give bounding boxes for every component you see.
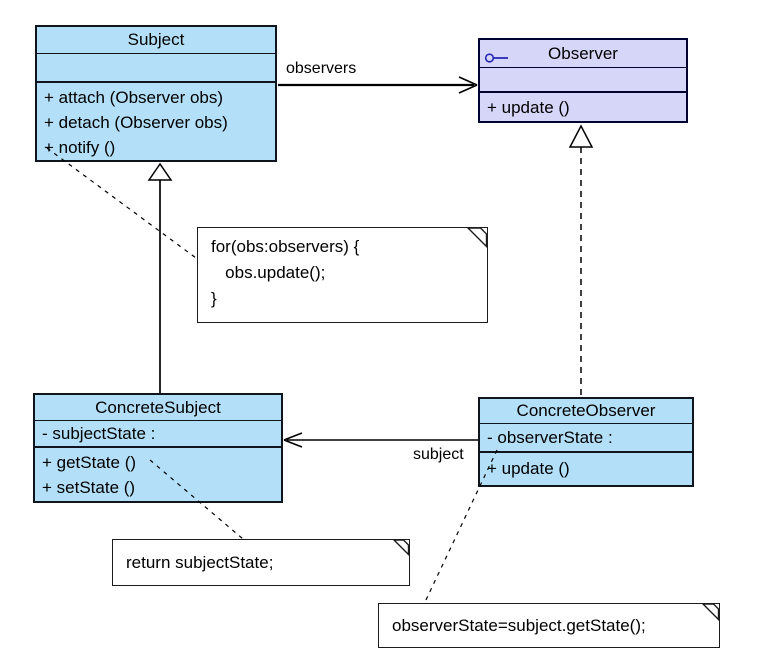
note-text-line: obs.update(); xyxy=(211,263,326,282)
note-fold-corner-icon xyxy=(702,603,720,621)
note-return-subject-state[interactable]: return subjectState; xyxy=(112,539,410,586)
attributes-compartment-concrete-observer: - observerState : xyxy=(480,424,692,453)
methods-compartment-observer: + update () xyxy=(480,93,686,121)
association-label-observers: observers xyxy=(286,60,357,77)
realization-concrete-observer-line xyxy=(568,124,594,397)
class-title-observer: Observer xyxy=(480,40,686,68)
class-box-subject[interactable]: Subject + attach (Observer obs) + detach… xyxy=(35,25,277,162)
attribute-item: - observerState : xyxy=(487,428,613,447)
generalization-concrete-subject-line xyxy=(147,162,173,393)
class-box-concrete-subject[interactable]: ConcreteSubject - subjectState : + getSt… xyxy=(33,393,283,503)
class-title-concrete-observer: ConcreteObserver xyxy=(480,399,692,424)
association-label-subject: subject xyxy=(413,446,464,463)
note-observer-state-assignment[interactable]: observerState=subject.getState(); xyxy=(378,603,720,648)
open-arrowhead-icon xyxy=(283,432,303,448)
class-box-concrete-observer[interactable]: ConcreteObserver - observerState : + upd… xyxy=(478,397,694,487)
method-item: + notify () xyxy=(44,138,116,157)
note-text-line: for(obs:observers) { xyxy=(211,237,360,256)
attributes-compartment-concrete-subject: - subjectState : xyxy=(35,421,281,448)
class-title-concrete-subject: ConcreteSubject xyxy=(35,395,281,421)
note-text-line: return subjectState; xyxy=(126,553,274,572)
class-title-subject: Subject xyxy=(37,27,275,54)
note-text-line: } xyxy=(211,289,217,308)
association-observers-line xyxy=(278,76,478,94)
attribute-item: - subjectState : xyxy=(42,424,156,443)
hollow-triangle-arrowhead-icon xyxy=(568,124,594,148)
method-item: + getState () xyxy=(42,453,137,472)
note-anchor-for-loop xyxy=(46,147,197,259)
interface-lollipop-icon xyxy=(484,45,510,67)
note-fold-corner-icon xyxy=(467,227,488,248)
open-arrowhead-icon xyxy=(458,76,478,94)
note-for-loop[interactable]: for(obs:observers) { obs.update(); } xyxy=(197,227,488,323)
association-subject-line xyxy=(283,432,478,448)
class-title-text: Observer xyxy=(548,44,618,63)
class-box-observer[interactable]: Observer + update () xyxy=(478,38,688,123)
attributes-compartment-observer xyxy=(480,68,686,93)
method-item: + update () xyxy=(487,459,570,478)
method-item: + update () xyxy=(487,98,570,117)
methods-compartment-concrete-subject: + getState () + setState () xyxy=(35,448,281,500)
hollow-triangle-arrowhead-icon xyxy=(147,162,173,181)
note-fold-corner-icon xyxy=(393,539,410,556)
method-item: + attach (Observer obs) xyxy=(44,88,224,107)
note-text-line: observerState=subject.getState(); xyxy=(392,616,646,635)
method-item: + setState () xyxy=(42,478,136,497)
attributes-compartment-subject xyxy=(37,54,275,83)
methods-compartment-subject: + attach (Observer obs) + detach (Observ… xyxy=(37,83,275,160)
methods-compartment-concrete-observer: + update () xyxy=(480,453,692,483)
method-item: + detach (Observer obs) xyxy=(44,113,228,132)
